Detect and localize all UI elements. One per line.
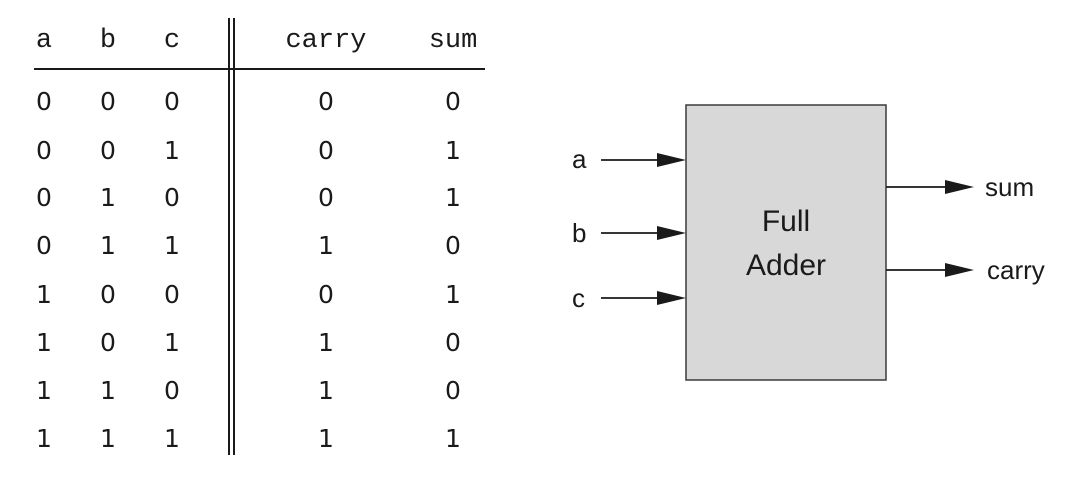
table-cell: 0 <box>318 87 334 116</box>
input-arrow-a <box>657 153 686 167</box>
table-cell: 1 <box>164 136 180 165</box>
table-cell: 1 <box>445 136 461 165</box>
block-label-line2: Adder <box>746 249 826 282</box>
table-cell: 0 <box>164 376 180 405</box>
table-cell: 1 <box>100 424 116 453</box>
table-cell: 1 <box>100 183 116 212</box>
table-cell: 0 <box>318 280 334 309</box>
input-label-b: b <box>572 218 586 248</box>
table-cell: 0 <box>318 136 334 165</box>
table-cell: 0 <box>445 87 461 116</box>
table-cell: 1 <box>36 424 52 453</box>
table-cell: 0 <box>36 231 52 260</box>
table-cell: 1 <box>445 183 461 212</box>
table-cell: 0 <box>445 376 461 405</box>
column-header-c: c <box>163 26 181 56</box>
column-divider-right <box>233 18 235 455</box>
table-cell: 0 <box>36 183 52 212</box>
table-cell: 0 <box>100 87 116 116</box>
table-cell: 0 <box>100 280 116 309</box>
table-cell: 0 <box>318 183 334 212</box>
table-cell: 1 <box>36 376 52 405</box>
input-label-c: c <box>572 283 585 313</box>
table-cell: 0 <box>36 136 52 165</box>
column-divider-left <box>228 18 230 455</box>
table-cell: 1 <box>36 280 52 309</box>
output-arrow-carry <box>945 263 974 277</box>
input-label-a: a <box>572 144 587 174</box>
table-cell: 1 <box>445 280 461 309</box>
table-cell: 1 <box>164 328 180 357</box>
table-cell: 0 <box>100 136 116 165</box>
table-cell: 1 <box>318 424 334 453</box>
table-cell: 1 <box>36 328 52 357</box>
table-cell: 0 <box>164 280 180 309</box>
truth-table: a b c carry sum 0 0 0 0 0 0 0 1 0 1 0 1 … <box>0 0 500 482</box>
output-label-carry: carry <box>987 255 1045 285</box>
full-adder-block <box>685 104 887 381</box>
table-cell: 1 <box>164 424 180 453</box>
table-cell: 1 <box>164 231 180 260</box>
column-header-sum: sum <box>428 26 478 56</box>
output-label-sum: sum <box>985 172 1034 202</box>
table-cell: 1 <box>100 231 116 260</box>
input-arrow-c <box>657 291 686 305</box>
column-header-carry: carry <box>285 26 367 56</box>
table-cell: 0 <box>445 231 461 260</box>
table-cell: 0 <box>445 328 461 357</box>
table-cell: 1 <box>445 424 461 453</box>
header-rule <box>34 68 485 70</box>
table-cell: 1 <box>100 376 116 405</box>
table-cell: 0 <box>36 87 52 116</box>
input-arrow-b <box>657 226 686 240</box>
output-arrow-sum <box>945 180 974 194</box>
table-cell: 0 <box>164 87 180 116</box>
block-label-line1: Full <box>762 205 810 238</box>
table-cell: 1 <box>318 376 334 405</box>
table-cell: 1 <box>318 328 334 357</box>
column-header-b: b <box>99 26 117 56</box>
table-cell: 0 <box>100 328 116 357</box>
table-cell: 0 <box>164 183 180 212</box>
column-header-a: a <box>35 26 53 56</box>
table-cell: 1 <box>318 231 334 260</box>
